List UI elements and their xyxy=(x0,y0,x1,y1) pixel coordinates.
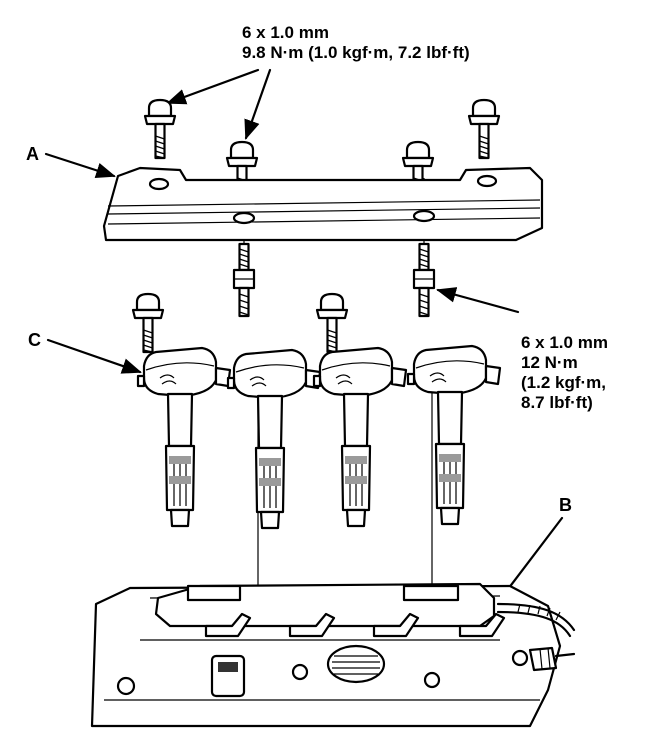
coil-bolt-middle xyxy=(315,292,349,354)
cylinder-head-cover xyxy=(90,582,562,728)
right-fastener-torque-kgfm: (1.2 kgf·m, xyxy=(521,373,606,392)
arrow-part-a xyxy=(44,152,116,179)
top-fastener-torque: 9.8 N·m (1.0 kgf·m, 7.2 lbf·ft) xyxy=(242,43,470,62)
arrow-stud-bolt xyxy=(436,287,520,314)
ignition-coil-c-1 xyxy=(136,346,232,528)
ignition-coil-c-4 xyxy=(406,344,502,526)
stud-bolt-right xyxy=(412,242,436,318)
arrow-top-to-left-bolt xyxy=(166,68,260,105)
arrow-top-to-inner-bolt xyxy=(244,68,272,140)
oil-filler-cap xyxy=(326,644,386,684)
label-part-a: A xyxy=(26,144,39,164)
breather-port xyxy=(210,654,246,698)
ignition-coil-cover-a xyxy=(102,166,544,242)
label-part-c: C xyxy=(28,330,41,350)
cover-bolt-outer-left xyxy=(143,98,177,160)
stud-bolt-left xyxy=(232,242,256,318)
arrow-part-c xyxy=(46,338,142,374)
coil-connectors-b xyxy=(204,612,506,638)
ignition-coil-c-2 xyxy=(226,348,322,530)
top-fastener-size: 6 x 1.0 mm xyxy=(242,23,329,42)
label-part-b: B xyxy=(559,495,572,515)
right-fastener-size: 6 x 1.0 mm xyxy=(521,333,608,352)
right-fastener-torque-nm: 12 N·m xyxy=(521,353,578,372)
right-fastener-torque-lbfft: 8.7 lbf·ft) xyxy=(521,393,593,412)
ignition-coil-c-3 xyxy=(312,346,408,528)
cover-bolt-outer-right xyxy=(467,98,501,160)
wire-harness xyxy=(496,602,576,672)
coil-bolt-left xyxy=(131,292,165,354)
